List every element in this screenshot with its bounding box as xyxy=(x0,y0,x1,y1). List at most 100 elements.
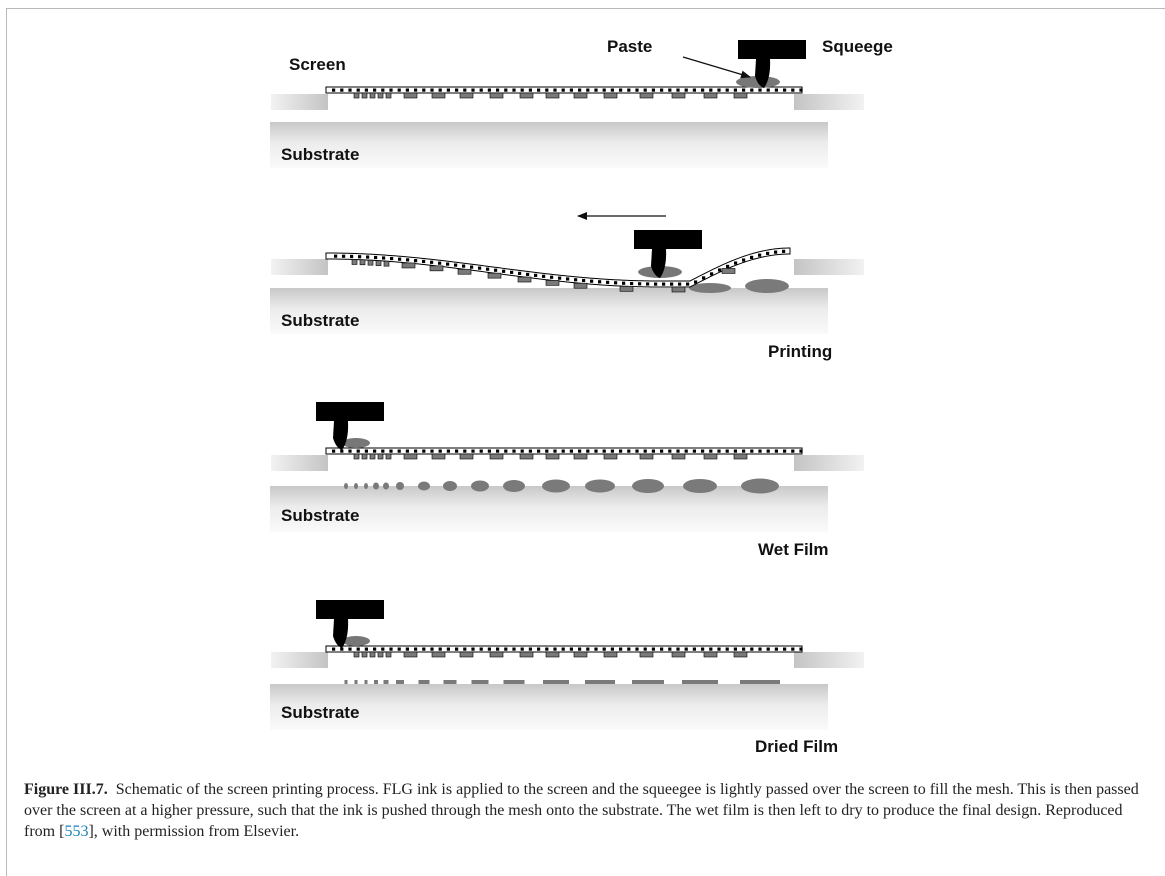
dried-film-deposits xyxy=(344,680,780,684)
mesh-dot xyxy=(446,262,450,266)
mesh-dot xyxy=(470,265,474,269)
mesh-dot xyxy=(598,280,602,284)
wet-film-deposit xyxy=(344,483,348,489)
wet-film-deposit xyxy=(364,483,368,489)
mesh-dot xyxy=(668,88,672,92)
mesh-dot xyxy=(619,88,623,92)
mesh-dot xyxy=(758,647,762,651)
mesh-dot xyxy=(397,647,401,651)
mesh-dot xyxy=(586,647,590,651)
mesh-dot xyxy=(542,274,546,278)
stencil-block xyxy=(519,92,534,99)
stencil-block xyxy=(431,651,446,658)
dried-film-deposit xyxy=(585,680,615,684)
stencil-block xyxy=(703,453,718,460)
mesh-dot xyxy=(504,647,508,651)
mesh-dot xyxy=(758,449,762,453)
mesh-dot xyxy=(381,647,385,651)
mesh-dot xyxy=(553,88,557,92)
mesh-dot xyxy=(366,255,370,259)
substrate xyxy=(270,288,828,334)
stencil-block xyxy=(489,453,504,460)
mesh-dot xyxy=(455,88,459,92)
stencil-block xyxy=(353,453,360,460)
screen-mesh xyxy=(325,86,803,99)
mesh-dot xyxy=(553,449,557,453)
caption-text-end: ], with permission from Elsevier. xyxy=(88,823,300,840)
mesh-dot xyxy=(504,88,508,92)
mesh-dot xyxy=(586,449,590,453)
squeegee-head xyxy=(634,230,702,249)
mesh-dot xyxy=(364,647,368,651)
stencil-block xyxy=(671,92,686,99)
mesh-dot xyxy=(374,255,378,260)
mesh-dot xyxy=(373,88,377,92)
stencil-block xyxy=(573,651,588,658)
wet-film-deposit xyxy=(354,483,358,489)
squeegee-blade xyxy=(333,619,349,648)
mesh-dot xyxy=(742,647,746,651)
stencil-block xyxy=(401,262,416,269)
dried-film-deposit xyxy=(344,680,348,684)
wet-film-deposit xyxy=(383,482,389,490)
mesh-dot xyxy=(725,88,729,92)
squeegee-icon xyxy=(316,600,384,648)
squeegee-icon xyxy=(316,402,384,450)
stencil-block xyxy=(603,651,618,658)
mesh-dot xyxy=(660,88,664,92)
stencil-block xyxy=(377,453,384,460)
mesh-dot xyxy=(398,257,402,261)
panel-printing: Substrate Printing xyxy=(270,212,864,361)
squeegee-icon xyxy=(738,40,806,88)
mesh-dot xyxy=(463,88,467,92)
figure-caption: Figure III.7. Schematic of the screen pr… xyxy=(24,779,1144,842)
dried-film-deposit xyxy=(396,680,404,684)
stencil-block xyxy=(489,651,504,658)
caption-text: Schematic of the screen printing process… xyxy=(24,781,1139,840)
mesh-dot xyxy=(487,647,491,651)
mesh-dot xyxy=(646,282,650,286)
mesh-dot xyxy=(610,449,614,453)
mesh-dot xyxy=(602,449,606,453)
dried-film-deposit xyxy=(418,680,430,684)
mesh-dot xyxy=(678,282,682,286)
mesh-dot xyxy=(686,282,690,286)
stencil-block xyxy=(369,651,376,658)
mesh-dot xyxy=(694,280,698,284)
substrate-label: Substrate xyxy=(281,506,359,525)
mesh-dot xyxy=(594,88,598,92)
mesh-dot xyxy=(422,449,426,453)
stencil-block xyxy=(573,453,588,460)
stencil-block xyxy=(429,265,444,272)
stencil-block xyxy=(361,92,368,99)
mesh-dot xyxy=(364,88,368,92)
mesh-dot xyxy=(627,647,631,651)
mesh-dot xyxy=(676,88,680,92)
mesh-dot xyxy=(414,449,418,453)
reference-link[interactable]: 553 xyxy=(64,823,89,840)
dried-film-deposit xyxy=(682,680,718,684)
mesh-dot xyxy=(717,647,721,651)
squeegee-head xyxy=(738,40,806,59)
mesh-dot xyxy=(692,449,696,453)
mesh-dot xyxy=(430,88,434,92)
screen-support-left xyxy=(271,259,328,275)
stencil-block xyxy=(459,92,474,99)
mesh-dot xyxy=(356,647,360,651)
dried-film-deposit xyxy=(374,680,378,684)
mesh-dot xyxy=(373,449,377,453)
mesh-dot xyxy=(627,88,631,92)
stencil-block xyxy=(671,286,686,293)
mesh-dot xyxy=(502,269,506,273)
mesh-dot xyxy=(766,647,770,651)
stencil-block xyxy=(545,651,560,658)
mesh-dot xyxy=(478,266,482,270)
mesh-dot xyxy=(774,250,778,254)
mesh-dot xyxy=(638,282,642,286)
wet-film-deposit xyxy=(373,482,379,490)
mesh-dot xyxy=(569,88,573,92)
screen-mesh-deflected xyxy=(325,247,791,293)
wet-film-deposit xyxy=(471,480,489,492)
squeegee-blade xyxy=(333,421,349,450)
mesh-dot xyxy=(528,647,532,651)
